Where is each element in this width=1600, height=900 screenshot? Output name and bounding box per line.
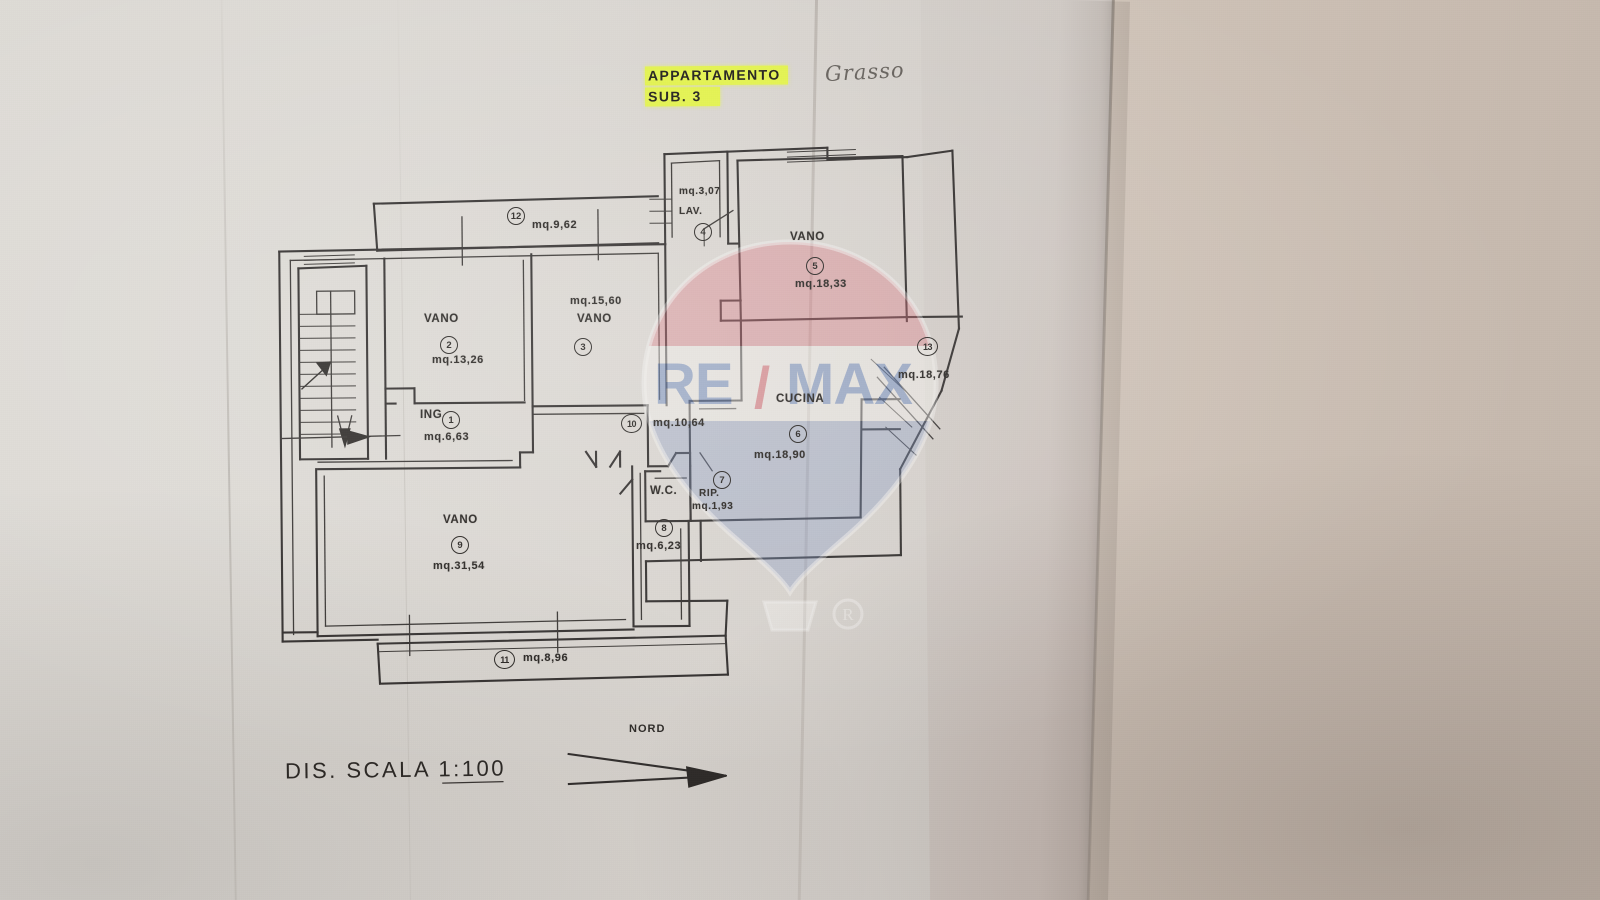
- room-number-12: 12: [507, 207, 525, 225]
- room-area-3: mq.15,60: [570, 295, 622, 307]
- room-area-11: mq.8,96: [523, 652, 569, 664]
- handwritten-owner-note: Grasso: [824, 57, 906, 87]
- room-number-6: 6: [789, 425, 807, 443]
- drawing-scale-label: DIS. SCALA 1:100: [284, 755, 507, 784]
- room-name-3: VANO: [577, 313, 612, 325]
- room-area-12: mq.9,62: [532, 219, 578, 231]
- room-number-3: 3: [574, 338, 592, 356]
- room-name-5: VANO: [790, 231, 825, 243]
- room-number-2: 2: [440, 336, 458, 354]
- room-name-6: CUCINA: [776, 393, 825, 405]
- room-number-10: 10: [621, 414, 642, 433]
- room-number-7: 7: [713, 471, 731, 489]
- room-area-4: mq.3,07: [679, 186, 721, 197]
- title-highlight-block: APPARTAMENTO SUB. 3: [644, 65, 788, 107]
- room-area-8: mq.6,23: [636, 540, 682, 552]
- room-number-8: 8: [655, 519, 673, 537]
- room-name-2: VANO: [424, 313, 459, 325]
- north-label: NORD: [629, 723, 666, 735]
- room-area-6: mq.18,90: [754, 449, 806, 461]
- room-name-7: RIP.: [699, 488, 720, 499]
- room-area-13: mq.18,76: [898, 369, 950, 381]
- room-number-11: 11: [494, 650, 515, 669]
- room-number-5: 5: [806, 257, 824, 275]
- room-name-9: VANO: [443, 514, 478, 526]
- room-area-1: mq.6,63: [424, 431, 470, 443]
- room-name-1: ING: [420, 409, 443, 421]
- room-name-8: W.C.: [650, 485, 678, 497]
- room-area-9: mq.31,54: [433, 560, 485, 572]
- title-line-apartment: APPARTAMENTO: [644, 65, 788, 86]
- title-line-sub: SUB. 3: [645, 86, 720, 107]
- room-area-2: mq.13,26: [432, 354, 484, 366]
- room-area-5: mq.18,33: [795, 278, 847, 290]
- room-number-9: 9: [451, 536, 469, 554]
- room-name-4: LAV.: [679, 206, 703, 217]
- room-number-13: 13: [917, 337, 938, 356]
- room-number-1: 1: [442, 411, 460, 429]
- room-area-10: mq.10,64: [653, 417, 705, 429]
- room-area-7: mq.1,93: [692, 501, 734, 512]
- room-number-4: 4: [694, 223, 712, 241]
